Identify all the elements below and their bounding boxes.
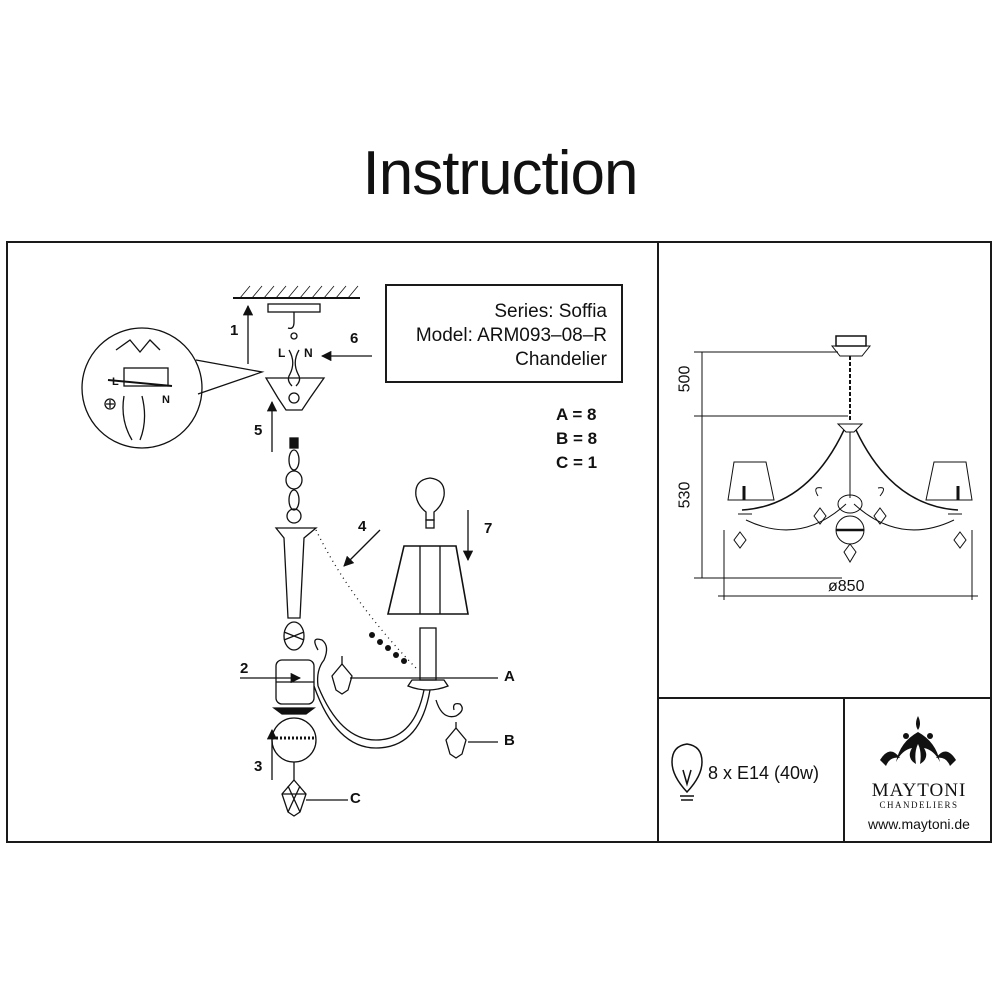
part-b-label: B [504, 732, 515, 749]
step-6-label: 6 [350, 330, 359, 347]
step-3-label: 3 [254, 758, 263, 775]
divider-vertical [657, 241, 659, 843]
brand-subtitle: CHANDELIERS [879, 800, 959, 810]
dim-diameter: ø850 [828, 578, 865, 595]
brand-url[interactable]: www.maytoni.de [868, 816, 970, 832]
series-text: Series: Soffia [494, 301, 607, 322]
wire-n-label: N [304, 346, 313, 360]
page-title: Instruction [362, 139, 638, 208]
instruction-frame [6, 241, 992, 843]
ceiling-hook-icon [287, 312, 295, 330]
model-text: Model: ARM093–08–R [415, 325, 607, 346]
step-2-label: 2 [240, 660, 249, 677]
step-7-label: 7 [484, 520, 493, 537]
step-1-label: 1 [230, 322, 239, 339]
zoom-l-label: L [112, 376, 119, 388]
maytoni-logo-icon [880, 716, 956, 766]
lamp-spec: 8 x E14 (40w) [708, 763, 820, 783]
part-a-label: A [504, 668, 515, 685]
qty-b: B = 8 [556, 429, 598, 448]
wire-l-label: L [278, 346, 286, 360]
zoom-n-label: N [162, 394, 170, 406]
mounting-bracket [267, 303, 321, 313]
brand-name: MAYTONI [871, 780, 967, 801]
type-text: Chandelier [515, 349, 607, 370]
dim-height-top: 500 [676, 365, 694, 393]
bulb-icon [671, 743, 703, 801]
part-c-label: C [350, 790, 361, 807]
divider-horizontal [657, 697, 992, 699]
qty-a: A = 8 [556, 405, 597, 424]
step-5-label: 5 [254, 422, 263, 439]
divider-spec [843, 697, 845, 843]
model-box: Series: Soffia Model: ARM093–08–R Chande… [385, 284, 623, 383]
qty-c: C = 1 [556, 453, 598, 472]
step-4-label: 4 [358, 518, 367, 535]
dim-height-body: 530 [676, 481, 694, 509]
